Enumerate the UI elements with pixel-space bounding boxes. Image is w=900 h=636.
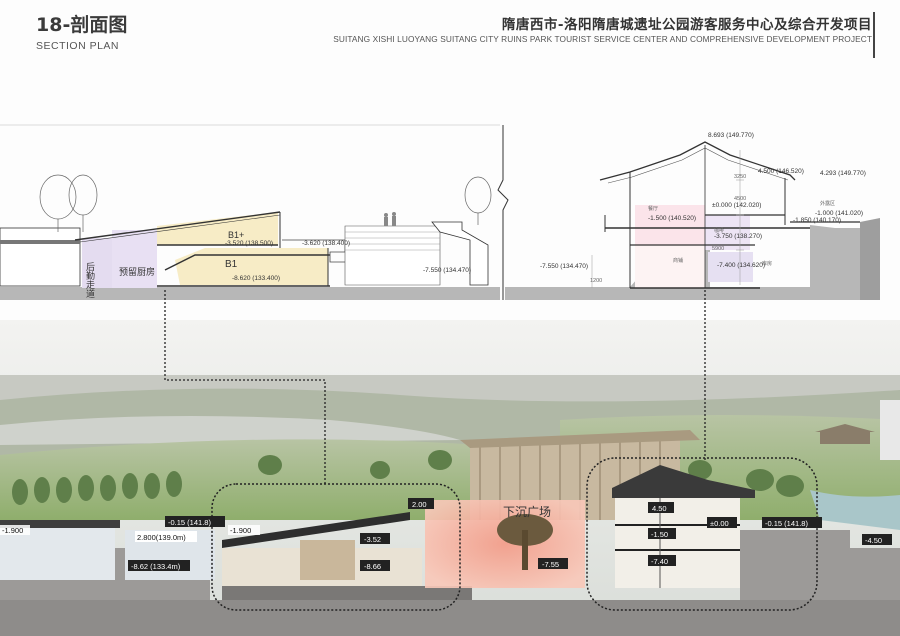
- tag-200: 2.00: [408, 498, 434, 509]
- dim-2: 4500: [734, 196, 746, 202]
- room-b1: [175, 248, 328, 285]
- elev-roof-r1: 4.500 (146.520): [758, 168, 804, 175]
- render-view: 下沉广场: [0, 290, 900, 636]
- svg-text:-8.62 (133.4m): -8.62 (133.4m): [131, 562, 181, 571]
- label-b1: B1: [225, 259, 238, 270]
- header-divider: [873, 12, 875, 58]
- elev-m375: -3.750 (138.270): [714, 233, 762, 240]
- svg-text:-4.50: -4.50: [865, 536, 882, 545]
- label-kitchen: 预留厨房: [119, 266, 155, 277]
- tag-755: -7.55: [538, 558, 568, 569]
- elev-e4: -7.550 (134.470): [423, 267, 471, 274]
- elev-m740: -7.400 (134.620): [717, 262, 765, 269]
- tag-left-1900: -1.900: [0, 525, 30, 535]
- room-b1plus: [157, 212, 278, 245]
- elevation-tags: -1.900 -0.15 (141.8) 2.800(139.0m) -1.90…: [0, 498, 892, 571]
- room-label-r1: 餐厅: [648, 205, 658, 212]
- project-title-cn: 隋唐西市-洛阳隋唐城遗址公园游客服务中心及综合开发项目: [501, 17, 872, 33]
- elev-e2: -3.620 (138.400): [302, 240, 350, 247]
- svg-text:2.00: 2.00: [412, 500, 427, 509]
- svg-text:-7.40: -7.40: [651, 557, 668, 566]
- room-label-outdoor: 外露区: [820, 200, 835, 207]
- svg-text:-0.15 (141.8): -0.15 (141.8): [168, 518, 211, 527]
- section-drawing: 后勤走道 预留厨房 B1+ B1 -3.520 (138.500) -3.620…: [0, 124, 880, 300]
- sheet-number-title: 18-剖面图: [36, 14, 128, 36]
- elev-zero: ±0.000 (142.020): [712, 202, 761, 209]
- tag-352: -3.52: [360, 533, 390, 544]
- svg-text:-3.52: -3.52: [364, 535, 381, 544]
- svg-text:4.50: 4.50: [652, 504, 667, 513]
- elev-m100: -1.000 (141.020): [815, 210, 863, 217]
- room-shop: [708, 252, 753, 282]
- elev-e1: -3.520 (138.500): [225, 240, 273, 247]
- room-cafe: [705, 215, 750, 250]
- dim-3: 5900: [712, 246, 724, 252]
- tag-2800: 2.800(139.0m): [135, 531, 197, 542]
- svg-text:2.800(139.0m): 2.800(139.0m): [137, 533, 186, 542]
- elev-roof-r2: 4.293 (149.770): [820, 170, 866, 177]
- tag-862: -8.62 (133.4m): [128, 560, 190, 571]
- project-title-en: SUITANG XISHI LUOYANG SUITANG CITY RUINS…: [333, 34, 872, 44]
- room-corridor: [82, 238, 112, 288]
- plaza-label: 下沉广场: [503, 505, 551, 519]
- sunken-plaza: [425, 500, 585, 588]
- tag-450: 4.50: [648, 502, 674, 513]
- tag-m450: -4.50: [862, 534, 892, 545]
- tag-m015: -0.15 (141.8): [165, 516, 225, 527]
- elev-m185: -1.850 (140.170): [793, 217, 841, 224]
- room-label-r2: 咖啡: [714, 227, 724, 234]
- svg-text:-1.50: -1.50: [651, 530, 668, 539]
- tag-m015-right: -0.15 (141.8): [762, 517, 822, 528]
- svg-text:-0.15 (141.8): -0.15 (141.8): [765, 519, 808, 528]
- room-reserved-kitchen: [112, 230, 157, 288]
- elev-m150: -1.500 (140.520): [648, 215, 696, 222]
- svg-text:-1.900: -1.900: [2, 526, 23, 535]
- tag-866: -8.66: [360, 560, 390, 571]
- svg-text:±0.00: ±0.00: [710, 519, 729, 528]
- tag-150: -1.50: [648, 528, 676, 539]
- room-label-r3: 商铺: [673, 257, 683, 264]
- room-label-r4: 库房: [762, 260, 772, 267]
- dim-1: 3250: [734, 174, 746, 180]
- elev-roof-top: 8.693 (149.770): [708, 132, 754, 139]
- label-b1plus: B1+: [228, 230, 244, 240]
- tag-1900: -1.900: [228, 525, 260, 535]
- frame-right-building: [586, 457, 818, 611]
- tag-740: -7.40: [648, 555, 676, 566]
- frame-left-building: [211, 483, 461, 611]
- dim-4: 1200: [590, 278, 602, 284]
- elev-e3: -8.620 (133.400): [232, 275, 280, 282]
- tag-000: ±0.00: [707, 517, 737, 528]
- sheet-subtitle: SECTION PLAN: [36, 40, 120, 52]
- elev-e5: -7.550 (134.470): [540, 263, 588, 270]
- svg-text:-7.55: -7.55: [542, 560, 559, 569]
- svg-text:-1.900: -1.900: [230, 526, 251, 535]
- label-corridor: 后勤走道: [85, 262, 95, 299]
- svg-text:-8.66: -8.66: [364, 562, 381, 571]
